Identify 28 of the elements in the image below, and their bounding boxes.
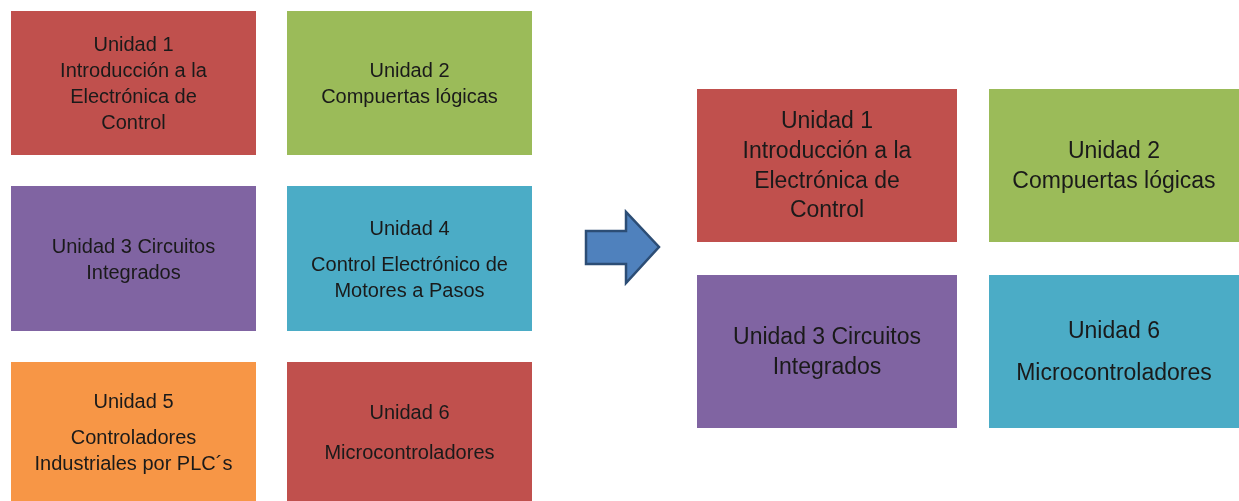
unit-label: Introducción a la Electrónica de Control [741, 135, 913, 225]
unit-label: Microcontroladores [324, 439, 495, 465]
unit-label: Unidad 4 [369, 215, 450, 241]
unit-box [11, 186, 256, 331]
unit-label: Unidad 6 [369, 399, 450, 425]
unit-label: Unidad 6 [1067, 315, 1161, 345]
unit-box [11, 11, 256, 155]
unit-label: Compuertas lógicas [1012, 165, 1216, 195]
unit-box [989, 89, 1239, 242]
unit-label: Controladores Industriales por PLC´s [33, 424, 234, 476]
unit-box [697, 89, 957, 242]
unit-label: Unidad 1 [93, 32, 174, 57]
unit-label: Unidad 2 [369, 58, 450, 83]
unit-label: Unidad 2 [1067, 135, 1161, 165]
unit-box [287, 11, 532, 155]
unit-label: Unidad 3 Circuitos Integrados [50, 233, 217, 285]
unit-box [287, 362, 532, 501]
unit-box [989, 275, 1239, 428]
unit-label: Compuertas lógicas [321, 84, 498, 109]
unit-label: Unidad 1 [780, 105, 874, 135]
unit-label: Control Electrónico de Motores a Pasos [310, 251, 509, 303]
unit-label: Unidad 3 Circuitos Integrados [732, 321, 922, 381]
unit-box [697, 275, 957, 428]
unit-box [11, 362, 256, 501]
unit-label: Unidad 5 [93, 388, 174, 414]
unit-label: Microcontroladores [1016, 357, 1212, 387]
unit-label: Introducción a la Electrónica de Control [59, 58, 208, 135]
unit-box [287, 186, 532, 331]
